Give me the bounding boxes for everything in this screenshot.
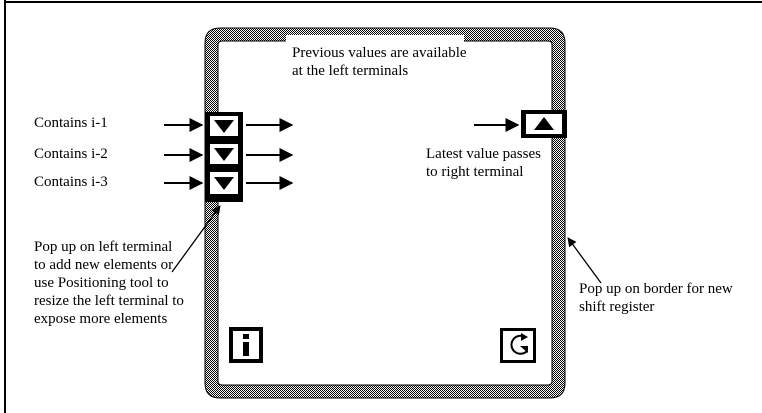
up-arrow-icon <box>534 117 554 130</box>
label-backdrop <box>286 35 464 111</box>
iteration-terminal[interactable] <box>229 327 263 363</box>
iteration-terminal-icon <box>243 334 249 339</box>
label-popup-border: Pop up on border for new shift register <box>579 281 733 315</box>
left-terminal-3[interactable] <box>205 168 243 202</box>
left-terminal-2[interactable] <box>205 140 243 168</box>
label-popup-left: Pop up on left terminal to add new eleme… <box>34 239 184 327</box>
label-previous-values: Previous values are available at the lef… <box>292 45 467 79</box>
right-terminal[interactable] <box>521 110 567 138</box>
label-contains-i2: Contains i-2 <box>34 146 108 162</box>
left-terminal-1[interactable] <box>205 112 243 140</box>
label-latest-value: Latest value passes to right terminal <box>426 146 541 180</box>
pointer-popup-left <box>171 205 221 273</box>
down-arrow-icon <box>214 148 234 161</box>
label-contains-i3: Contains i-3 <box>34 174 108 190</box>
down-arrow-icon <box>214 120 234 133</box>
loop-condition-terminal[interactable] <box>500 328 536 363</box>
loop-condition-icon <box>510 334 528 355</box>
pointer-popup-border <box>567 237 602 284</box>
down-arrow-icon <box>214 177 234 190</box>
label-contains-i1: Contains i-1 <box>34 115 108 131</box>
while-loop-border[interactable] <box>204 27 566 399</box>
